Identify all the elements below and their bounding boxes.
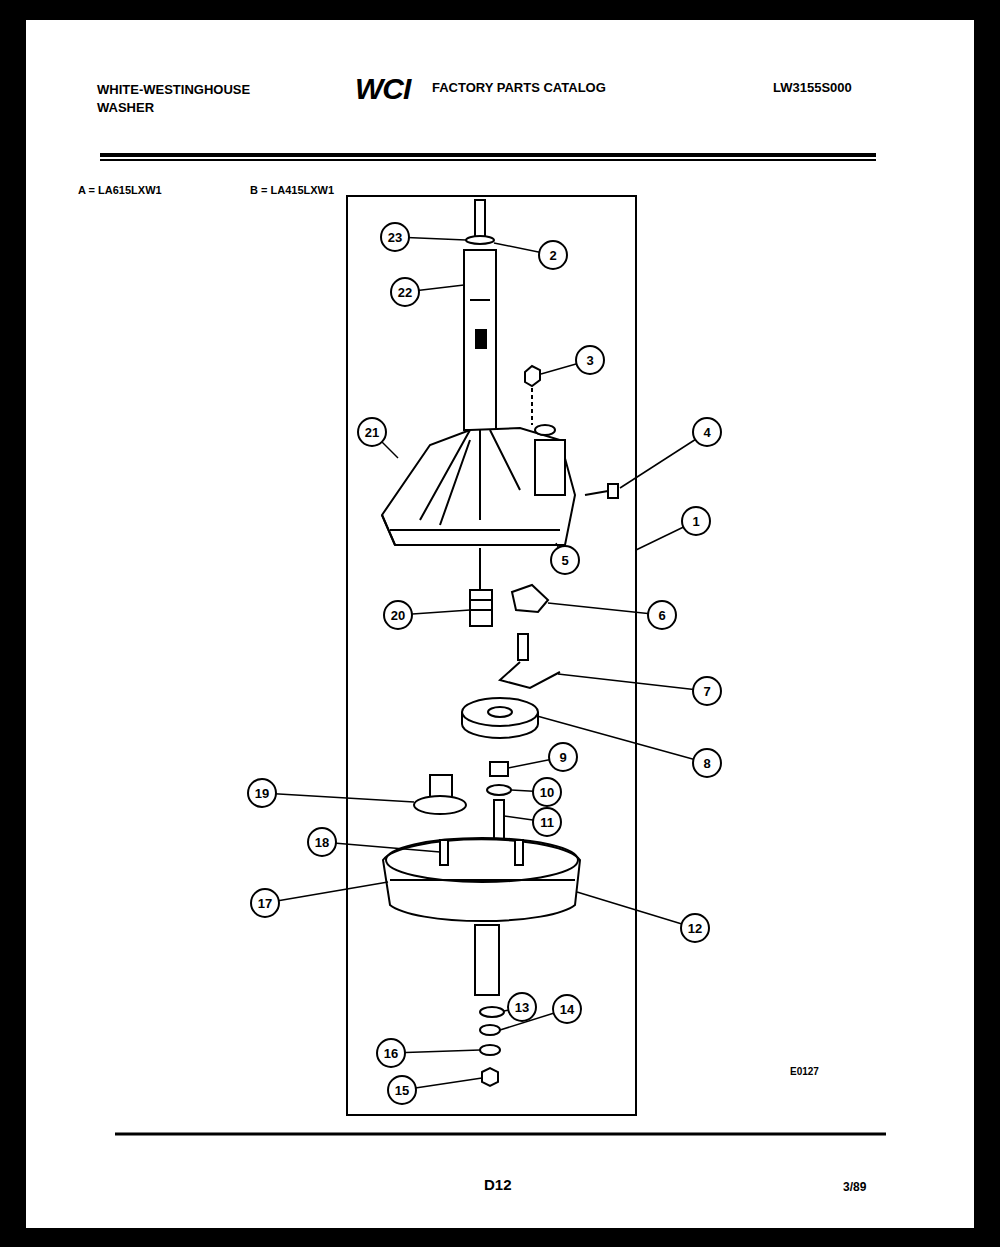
callout-circle: 18: [307, 827, 337, 857]
callout-circle: 4: [692, 417, 722, 447]
callout-circle: 19: [247, 778, 277, 808]
callout-number: 2: [549, 248, 556, 263]
callout-number: 7: [703, 684, 710, 699]
brand-logo: WCI: [355, 72, 410, 106]
figure-code: E0127: [790, 1066, 819, 1077]
model-key: A = LA615LXW1: [78, 184, 162, 196]
model-key: B = LA415LXW1: [250, 184, 334, 196]
product-type: WASHER: [97, 100, 154, 115]
callout-circle: 13: [507, 992, 537, 1022]
callout-circle: 22: [390, 277, 420, 307]
callout-number: 14: [560, 1002, 574, 1017]
callout-number: 8: [703, 756, 710, 771]
date-code: 3/89: [843, 1180, 866, 1194]
callout-number: 3: [586, 353, 593, 368]
callout-circle: 12: [680, 913, 710, 943]
catalog-title: FACTORY PARTS CATALOG: [432, 80, 606, 95]
callout-number: 23: [388, 230, 402, 245]
callout-number: 5: [561, 553, 568, 568]
callout-number: 10: [540, 785, 554, 800]
catalog-number: LW3155S000: [773, 80, 852, 95]
callout-number: 15: [395, 1083, 409, 1098]
callout-circle: 15: [387, 1075, 417, 1105]
callout-number: 21: [365, 425, 379, 440]
callout-circle: 17: [250, 888, 280, 918]
callout-circle: 6: [647, 600, 677, 630]
callout-number: 19: [255, 786, 269, 801]
callout-number: 18: [315, 835, 329, 850]
callout-circle: 7: [692, 676, 722, 706]
manufacturer-name: WHITE-WESTINGHOUSE: [97, 82, 250, 97]
callout-circle: 2: [538, 240, 568, 270]
callout-circle: 20: [383, 600, 413, 630]
callout-number: 22: [398, 285, 412, 300]
callout-circle: 1: [681, 506, 711, 536]
callout-number: 1: [692, 514, 699, 529]
callout-circle: 16: [376, 1038, 406, 1068]
callout-circle: 21: [357, 417, 387, 447]
callout-number: 9: [559, 750, 566, 765]
callout-circle: 9: [548, 742, 578, 772]
callout-circle: 11: [532, 807, 562, 837]
callout-number: 17: [258, 896, 272, 911]
page-number: D12: [484, 1176, 512, 1193]
paper-sheet: [26, 20, 974, 1228]
callout-circle: 23: [380, 222, 410, 252]
callout-circle: 10: [532, 777, 562, 807]
callout-circle: 14: [552, 994, 582, 1024]
callout-circle: 3: [575, 345, 605, 375]
callout-number: 11: [540, 815, 554, 830]
callout-circle: 5: [550, 545, 580, 575]
callout-number: 12: [688, 921, 702, 936]
callout-number: 13: [515, 1000, 529, 1015]
callout-number: 4: [703, 425, 710, 440]
callout-number: 20: [391, 608, 405, 623]
callout-number: 6: [658, 608, 665, 623]
callout-circle: 8: [692, 748, 722, 778]
callout-number: 16: [384, 1046, 398, 1061]
